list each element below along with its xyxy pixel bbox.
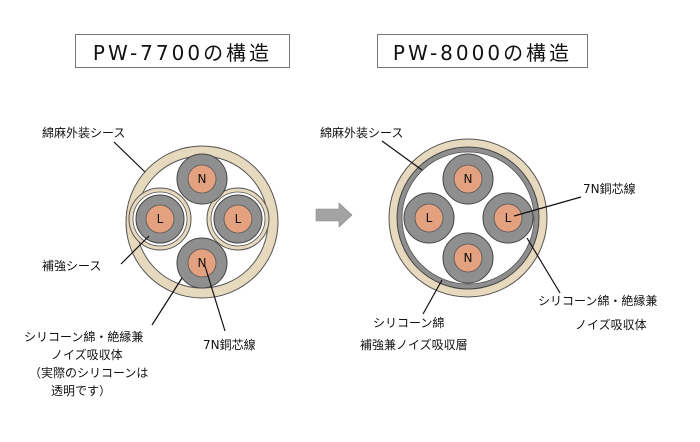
leader-line bbox=[381, 140, 423, 171]
left-core-top: N bbox=[176, 153, 228, 205]
core-label: L bbox=[157, 212, 164, 226]
core-label: L bbox=[235, 212, 242, 226]
label-silicone-left-4: 透明です） bbox=[51, 384, 111, 398]
core-label: L bbox=[505, 211, 512, 225]
label-silicone-right-2: ノイズ吸収体 bbox=[575, 317, 647, 332]
right-core-left: L bbox=[403, 192, 455, 244]
leader-line bbox=[422, 279, 443, 315]
label-outer-sheath-right: 綿麻外装シース bbox=[320, 125, 403, 140]
core-label: N bbox=[198, 172, 207, 186]
label-silicone-left-2: ノイズ吸収体 bbox=[51, 347, 123, 362]
right-core-right: L bbox=[482, 192, 534, 244]
right-cable: N L L N 綿麻外装シース 7N銅芯線 シリコーン綿・絶縁兼 ノイズ吸収体 … bbox=[320, 125, 657, 352]
title-right: PW-8000の構造 bbox=[377, 34, 588, 68]
arrow-icon bbox=[315, 202, 353, 228]
left-core-left: L bbox=[135, 194, 185, 244]
left-cable: N L L N 綿麻外装シース 補強シース シリコーン綿・絶縁兼 ノイズ吸収体 … bbox=[24, 125, 279, 398]
left-core-right: L bbox=[213, 194, 263, 244]
label-copper-right: 7N銅芯線 bbox=[583, 181, 636, 196]
leader-line bbox=[204, 265, 226, 332]
left-core-bottom: N bbox=[176, 237, 228, 289]
title-left: PW-7700の構造 bbox=[75, 34, 290, 68]
right-silicone-fill bbox=[401, 151, 535, 285]
leader-line bbox=[151, 277, 183, 326]
label-outer-sheath-left: 綿麻外装シース bbox=[42, 125, 125, 140]
core-label: N bbox=[464, 172, 473, 186]
leader-line bbox=[113, 141, 146, 173]
label-copper-left: 7N銅芯線 bbox=[203, 337, 256, 352]
core-label: L bbox=[426, 211, 433, 225]
leader-line bbox=[120, 235, 150, 265]
label-silicone-right-1: シリコーン綿・絶縁兼 bbox=[538, 293, 657, 308]
core-label: N bbox=[198, 256, 207, 270]
label-reinforcement-left: 補強シース bbox=[42, 259, 101, 273]
label-reinforcement-right-2: 補強兼ノイズ吸収層 bbox=[360, 337, 468, 352]
core-label: N bbox=[464, 251, 473, 265]
right-core-bottom: N bbox=[442, 232, 494, 284]
label-silicone-left-1: シリコーン綿・絶縁兼 bbox=[24, 329, 143, 344]
leader-line bbox=[526, 237, 561, 294]
leader-line bbox=[513, 196, 582, 217]
right-core-top: N bbox=[442, 153, 494, 205]
label-silicone-left-3: （実際のシリコーンは bbox=[29, 365, 148, 380]
label-reinforcement-right-1: シリコーン綿 bbox=[373, 316, 444, 330]
